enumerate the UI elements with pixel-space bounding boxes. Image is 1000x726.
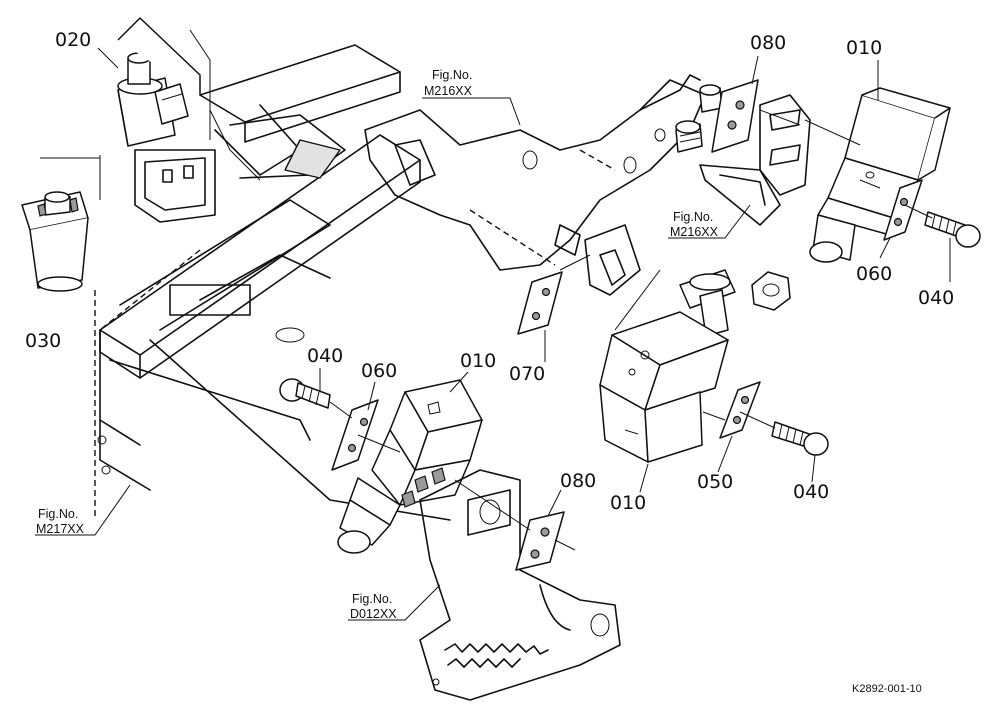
part-labels: 020 030 080 010 060 040 070 040 060 010 …	[25, 29, 954, 514]
figref-d012-label: Fig.No.	[352, 592, 392, 606]
washer-060-right	[883, 179, 923, 241]
plate-080-bottom	[515, 511, 565, 571]
screw-040-bottom	[771, 421, 829, 456]
leader-lines	[35, 47, 951, 621]
label-040-bottom: 040	[793, 481, 829, 503]
switch-010-top	[809, 87, 951, 263]
label-010-mid: 010	[460, 350, 496, 372]
label-080-bottom: 080	[560, 470, 596, 492]
switch-010-bottom	[599, 269, 736, 463]
washer-070	[517, 271, 563, 335]
label-040-right: 040	[918, 287, 954, 309]
label-050: 050	[697, 471, 733, 493]
figref-m217-code: M217XX	[36, 522, 85, 536]
figref-m216-top-label: Fig.No.	[432, 68, 472, 82]
figure-refs: Fig.No. M216XX Fig.No. M216XX Fig.No. M2…	[36, 68, 719, 621]
pins-upper	[675, 84, 723, 153]
label-070: 070	[509, 363, 545, 385]
figref-m216-top-code: M216XX	[424, 84, 473, 98]
figref-d012-code: D012XX	[350, 607, 397, 621]
washer-050	[719, 381, 761, 439]
label-060-right: 060	[856, 263, 892, 285]
screw-040-left	[279, 378, 331, 409]
plate-080-top	[711, 79, 759, 153]
figref-m217-label: Fig.No.	[38, 507, 78, 521]
label-030: 030	[25, 330, 61, 352]
lower-bracket	[419, 469, 621, 701]
nut	[751, 271, 791, 311]
label-010-top: 010	[846, 37, 882, 59]
drawing-code: K2892-001-10	[852, 683, 922, 695]
figref-m216-right-code: M216XX	[670, 225, 719, 239]
label-040-left: 040	[307, 345, 343, 367]
label-060-left: 060	[361, 360, 397, 382]
label-080-top: 080	[750, 32, 786, 54]
seat-frame	[94, 29, 451, 521]
upper-bracket	[364, 74, 706, 296]
screw-040-right	[924, 211, 981, 248]
figref-m216-right-label: Fig.No.	[673, 210, 713, 224]
switch-030	[21, 157, 101, 292]
switch-020	[117, 17, 201, 147]
label-010-bottom: 010	[610, 492, 646, 514]
switch-010-mid	[337, 379, 483, 554]
label-020: 020	[55, 29, 91, 51]
washer-060-left	[331, 399, 379, 471]
bracket-right	[699, 94, 811, 226]
assembly-lines	[99, 109, 933, 551]
